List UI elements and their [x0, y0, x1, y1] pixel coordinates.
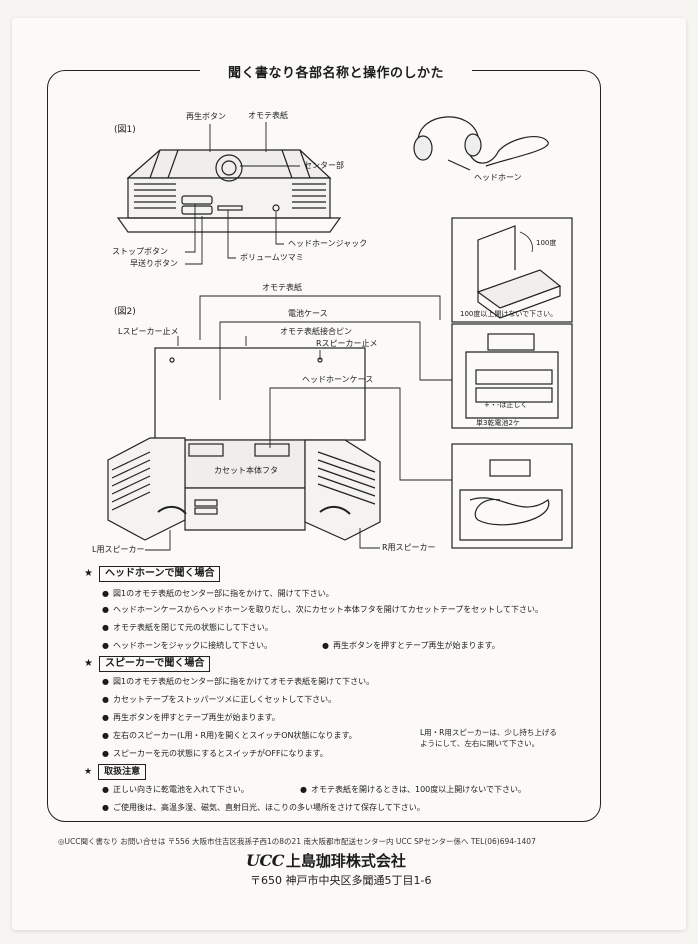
list-item: ●正しい向きに乾電池を入れて下さい。 [102, 785, 249, 794]
side-panel-battery [451, 323, 573, 429]
contact-info: ◎UCC聞く書なり お問い合せは 〒556 大阪市住吉区我孫子西1の8の21 南… [58, 837, 536, 846]
side-panel-cover-open [451, 217, 573, 323]
callout-volume: ボリュームツマミ [240, 253, 304, 262]
callout-fig2-front-cover: オモテ表紙 [262, 283, 302, 292]
callout-cover-pin: オモテ表紙接合ピン [280, 327, 352, 336]
list-item: ●図1のオモテ表紙のセンター部に指をかけて、開けて下さい。 [102, 589, 334, 598]
list-item: ●スピーカーを元の状態にするとスイッチがOFFになります。 [102, 749, 328, 758]
callout-headphone: ヘッドホーン [474, 173, 522, 182]
callout-l-speaker: L用スピーカー [92, 545, 145, 554]
headphone-illustration [413, 116, 549, 171]
side-panel-headphone-case [451, 443, 573, 549]
callout-front-cover: オモテ表紙 [248, 111, 288, 120]
callout-battery-case: 電池ケース [288, 309, 328, 318]
battery-polarity-label: +・-は正しく [484, 401, 528, 409]
angle-label: 100度 [536, 239, 557, 247]
callout-play-button: 再生ボタン [186, 112, 226, 121]
callout-headphone-case: ヘッドホーンケース [302, 375, 374, 384]
list-item: ●オモテ表紙を開けるときは、100度以上開けないで下さい。 [300, 785, 527, 794]
section-speaker-title: ★スピーカーで聞く場合 [84, 656, 211, 672]
battery-type-label: 単3乾電池2ケ [476, 419, 520, 427]
list-item: ●再生ボタンを押すとテープ再生が始まります。 [322, 641, 500, 650]
fig1-label: (図1) [114, 125, 136, 135]
callout-headphone-jack: ヘッドホーンジャック [288, 239, 368, 248]
page-title: 聞く書なり各部名称と操作のしかた [227, 66, 444, 81]
list-item: ●ヘッドホーンケースからヘッドホーンを取りだし、次にカセット本体フタを開けてカセ… [102, 605, 544, 614]
callout-r-speaker-stop: Rスピーカー止メ [316, 339, 378, 348]
list-item: ●図1のオモテ表紙のセンター部に指をかけてオモテ表紙を開けて下さい。 [102, 677, 375, 686]
list-item: ●カセットテープをストッパーツメに正しくセットして下さい。 [102, 695, 337, 704]
fig2-label: (図2) [114, 307, 136, 317]
callout-stop-button: ストップボタン [112, 247, 168, 256]
callout-ff-button: 早送りボタン [130, 259, 178, 268]
ucc-logo: UCC [246, 851, 284, 870]
callout-center: センター部 [304, 161, 344, 170]
callout-l-speaker-stop: Lスピーカー止メ [118, 327, 179, 336]
company-address: 〒650 神戸市中央区多聞通5丁目1-6 [250, 874, 432, 887]
speaker-open-note: L用・R用スピーカーは、少し持ち上げる ようにして、左右に開いて下さい。 [420, 728, 557, 748]
list-item: ●左右のスピーカー(L用・R用)を開くとスイッチON状態になります。 [102, 731, 357, 740]
list-item: ●ご使用後は、高温多湿、磁気、直射日光、ほこりの多い場所をさけて保存して下さい。 [102, 803, 425, 812]
fig1-device-illustration [116, 149, 342, 233]
section-caution-title: ★取扱注意 [84, 764, 147, 780]
list-item: ●再生ボタンを押すとテープ再生が始まります。 [102, 713, 280, 722]
angle-warning: 100度以上開けないで下さい。 [460, 310, 558, 318]
fig2-device-illustration [107, 347, 381, 541]
callout-r-speaker: R用スピーカー [382, 543, 436, 552]
list-item: ●ヘッドホーンをジャックに接続して下さい。 [102, 641, 272, 650]
section-headphone-title: ★ヘッドホーンで聞く場合 [84, 566, 221, 582]
callout-cassette-lid: カセット本体フタ [214, 466, 278, 475]
list-item: ●オモテ表紙を閉じて元の状態にして下さい。 [102, 623, 273, 632]
